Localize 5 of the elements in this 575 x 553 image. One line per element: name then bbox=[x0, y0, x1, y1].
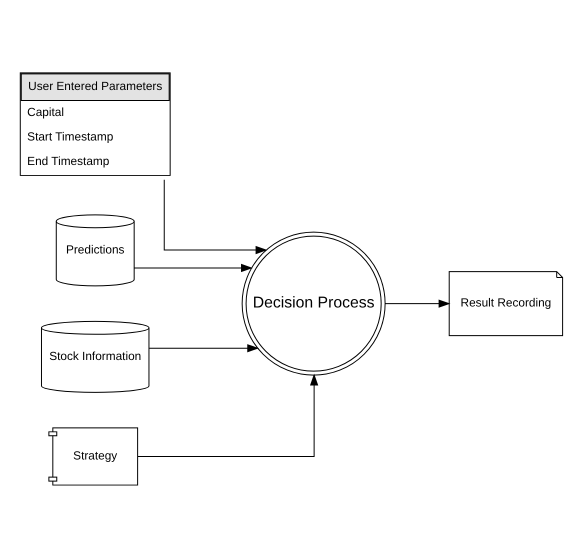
arrow bbox=[384, 298, 450, 308]
arrow bbox=[134, 263, 253, 272]
arrow bbox=[164, 178, 268, 254]
arrow bbox=[148, 344, 260, 352]
arrow bbox=[137, 373, 318, 456]
